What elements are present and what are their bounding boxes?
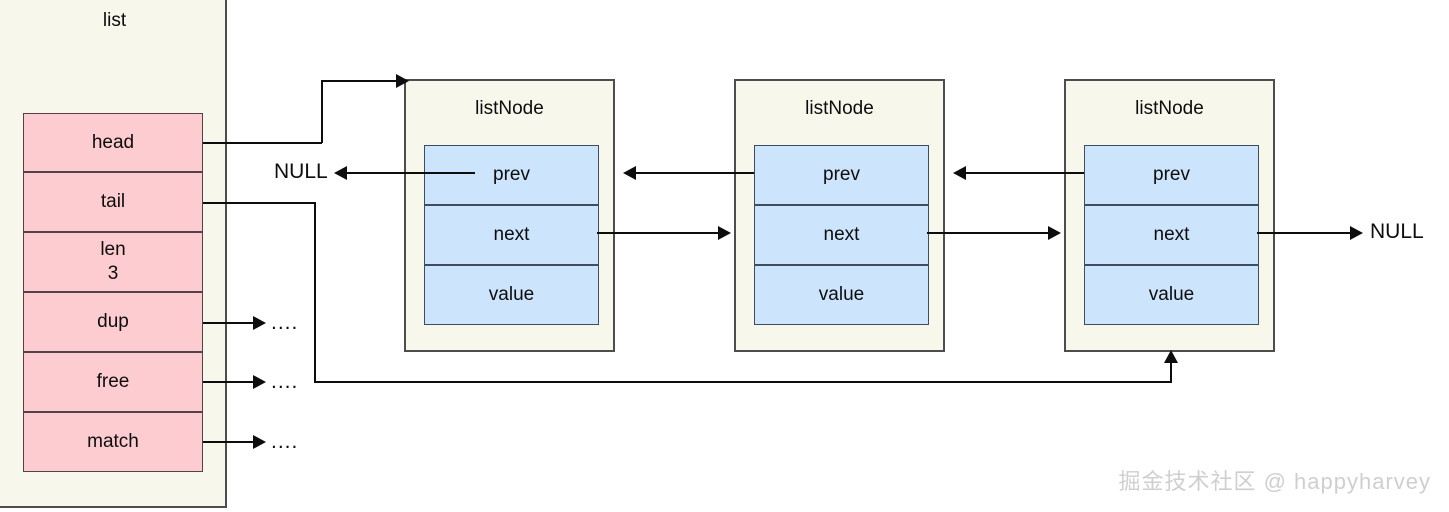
tail-connector-segment-h2 bbox=[314, 381, 1172, 383]
node1-prev-null-arrowhead-icon bbox=[334, 166, 347, 180]
list-field-free-label: free bbox=[96, 371, 130, 393]
free-connector-line bbox=[203, 381, 255, 383]
node2-next-line bbox=[927, 232, 1050, 234]
list-struct-title: list bbox=[102, 10, 127, 31]
list-node-1-title: listNode bbox=[475, 98, 544, 119]
list-node-1-slot-next[interactable]: next bbox=[424, 205, 599, 265]
list-field-match[interactable]: match bbox=[23, 412, 203, 472]
null-label-left: NULL bbox=[274, 160, 328, 183]
dup-connector-line bbox=[203, 322, 255, 324]
node3-prev-arrowhead-icon bbox=[953, 166, 966, 180]
node3-next-null-arrowhead-icon bbox=[1350, 226, 1363, 240]
list-field-tail-label: tail bbox=[100, 191, 126, 213]
list-node-1-slot-prev[interactable]: prev bbox=[424, 145, 599, 205]
list-node-3: listNode prev next value bbox=[1064, 79, 1275, 352]
list-field-len[interactable]: len 3 bbox=[23, 232, 203, 292]
list-node-1: listNode prev next value bbox=[404, 79, 615, 352]
dup-target-dots: .... bbox=[271, 311, 299, 334]
watermark: 掘金技术社区 @ happyharvey bbox=[1118, 469, 1431, 494]
node3-next-null-line bbox=[1257, 232, 1353, 234]
list-field-dup[interactable]: dup bbox=[23, 292, 203, 352]
list-node-2-slot-next[interactable]: next bbox=[754, 205, 929, 265]
node1-prev-null-line bbox=[345, 172, 475, 174]
list-node-3-slot-prev[interactable]: prev bbox=[1084, 145, 1259, 205]
node3-prev-line bbox=[964, 172, 1084, 174]
list-field-head[interactable]: head bbox=[23, 113, 203, 172]
list-node-3-title: listNode bbox=[1135, 98, 1204, 119]
null-label-right: NULL bbox=[1370, 220, 1424, 243]
list-field-dup-label: dup bbox=[97, 311, 129, 333]
match-target-dots: .... bbox=[271, 430, 299, 453]
free-connector-arrowhead-icon bbox=[253, 375, 266, 389]
list-node-2-slot-prev[interactable]: prev bbox=[754, 145, 929, 205]
node2-next-arrowhead-icon bbox=[1048, 226, 1061, 240]
head-connector-arrowhead-icon bbox=[396, 74, 409, 88]
node2-prev-line bbox=[634, 172, 754, 174]
list-node-3-slot-next[interactable]: next bbox=[1084, 205, 1259, 265]
head-connector-segment-h2 bbox=[321, 80, 401, 82]
list-field-match-label: match bbox=[87, 431, 139, 453]
list-field-tail[interactable]: tail bbox=[23, 172, 203, 232]
tail-connector-segment-h1 bbox=[203, 202, 316, 204]
tail-connector-arrowhead-icon bbox=[1164, 350, 1178, 363]
tail-connector-segment-v1 bbox=[314, 202, 316, 382]
list-node-3-slot-value[interactable]: value bbox=[1084, 265, 1259, 325]
tail-connector-segment-v2 bbox=[1170, 362, 1172, 382]
list-node-2-slot-value[interactable]: value bbox=[754, 265, 929, 325]
head-connector-segment-h1 bbox=[203, 142, 322, 144]
node1-next-arrowhead-icon bbox=[718, 226, 731, 240]
list-field-len-label: len bbox=[100, 239, 126, 261]
list-node-1-slot-value[interactable]: value bbox=[424, 265, 599, 325]
head-connector-segment-v bbox=[321, 80, 323, 143]
list-field-head-label: head bbox=[91, 131, 135, 153]
match-connector-arrowhead-icon bbox=[253, 435, 266, 449]
dup-connector-arrowhead-icon bbox=[253, 316, 266, 330]
list-field-len-value: 3 bbox=[107, 263, 119, 284]
node2-prev-arrowhead-icon bbox=[623, 166, 636, 180]
list-node-2: listNode prev next value bbox=[734, 79, 945, 352]
free-target-dots: .... bbox=[271, 370, 299, 393]
match-connector-line bbox=[203, 441, 255, 443]
list-field-free[interactable]: free bbox=[23, 352, 203, 412]
list-node-2-title: listNode bbox=[805, 98, 874, 119]
node1-next-line bbox=[597, 232, 720, 234]
